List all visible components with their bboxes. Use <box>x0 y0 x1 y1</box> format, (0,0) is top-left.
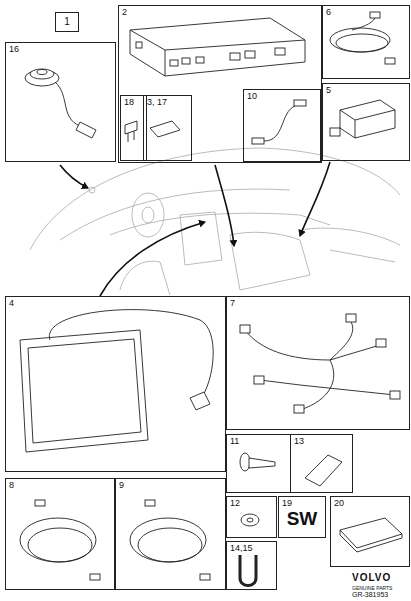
brand-mark: GENUINE PARTS <box>352 585 392 591</box>
callout-number: 11 <box>227 435 290 446</box>
callout-number: 2 <box>119 6 321 17</box>
callout-number: 16 <box>6 43 115 54</box>
part-panel: 3, 17 <box>143 95 192 161</box>
part-panel: 8 <box>5 478 115 590</box>
callout-number: 20 <box>331 497 409 508</box>
callout-number: 5 <box>323 84 409 95</box>
callout-number: 3, 17 <box>144 96 191 107</box>
part-panel: 10 <box>243 89 321 162</box>
callout-number: 12 <box>227 497 276 508</box>
part-panel: 14,15 <box>226 541 277 590</box>
callout-number: 4 <box>6 297 225 308</box>
drawing-number: GR-381953 <box>352 591 388 599</box>
callout-number: 7 <box>227 297 409 308</box>
software-mark: SW <box>279 509 325 529</box>
brand-mark: VOLVO <box>352 572 391 583</box>
callout-number: 19 <box>279 497 325 508</box>
callout-number: 6 <box>323 6 409 17</box>
callout-number: 8 <box>6 479 114 490</box>
part-panel: 2183, 1710 <box>118 5 322 163</box>
part-panel: 20 <box>330 496 410 567</box>
part-panel: 5 <box>322 83 410 161</box>
part-panel: 13 <box>290 434 353 493</box>
part-panel: 7 <box>226 296 410 430</box>
callout-number: 1 <box>56 13 78 27</box>
callout-number: 9 <box>116 479 225 490</box>
part-panel: 6 <box>322 5 410 79</box>
part-drawings <box>20 12 402 586</box>
callout-number: 10 <box>244 90 320 101</box>
callout-number: 13 <box>291 435 352 446</box>
location-arrows <box>60 162 330 296</box>
callout-number: 14,15 <box>227 542 276 553</box>
part-panel: 4 <box>5 296 226 472</box>
part-panel: 9 <box>115 478 226 590</box>
part-panel: 11 <box>226 434 291 493</box>
car-interior <box>30 148 400 295</box>
part-panel: 16 <box>5 42 116 162</box>
part-panel: 12 <box>226 496 277 538</box>
part-panel: 19SW <box>278 496 326 538</box>
kit-number-box: 1 <box>55 12 79 32</box>
